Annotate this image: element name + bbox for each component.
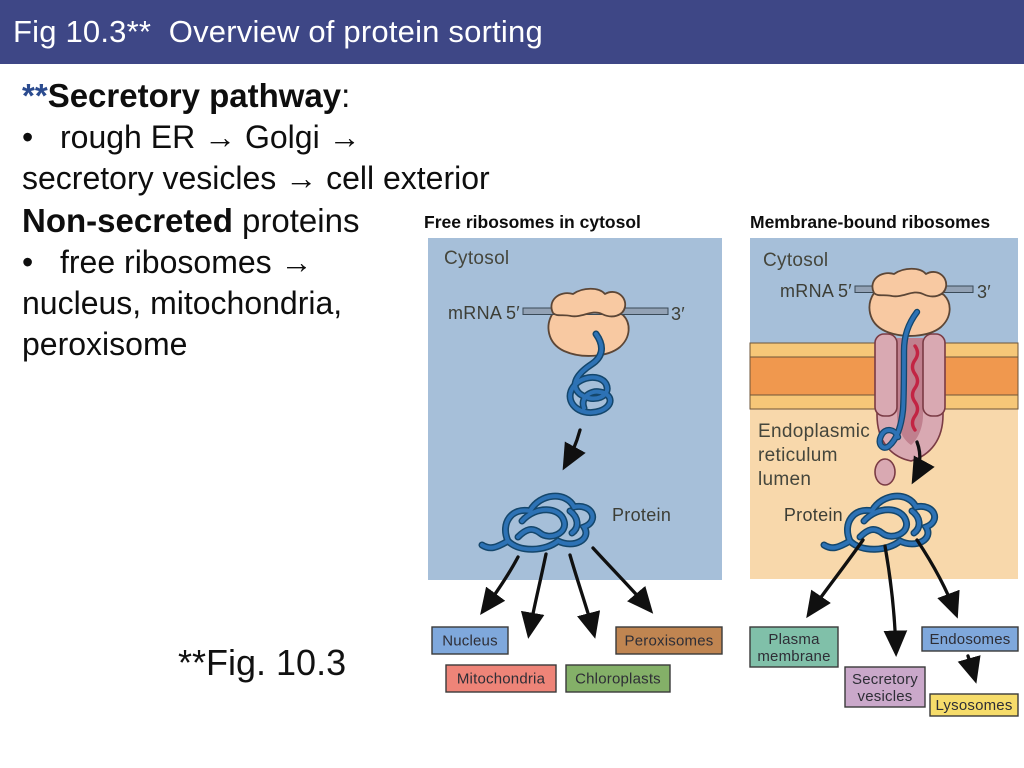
protein-label: Protein xyxy=(784,505,843,525)
heading-non-secreted: Non-secreted proteins xyxy=(22,202,360,239)
left-panel-title: Free ribosomes in cytosol xyxy=(424,212,641,232)
lysosomes-box: Lysosomes xyxy=(929,693,1019,717)
svg-text:Peroxisomes: Peroxisomes xyxy=(625,633,714,650)
plasma-membrane-box: Plasma membrane xyxy=(749,626,839,668)
signal-sequence-chain xyxy=(910,344,920,432)
ribosome-small-subunit xyxy=(871,267,948,298)
svg-text:Mitochondria: Mitochondria xyxy=(457,671,546,688)
three-prime-label: 3′ xyxy=(977,282,991,302)
arrow-to-chloroplasts xyxy=(568,553,601,639)
er-lumen-label-line2: reticulum xyxy=(758,445,838,466)
svg-text:Nucleus: Nucleus xyxy=(442,633,498,650)
secretory-vesicles-box: Secretory vesicles xyxy=(844,666,926,708)
svg-text:vesicles: vesicles xyxy=(858,688,913,705)
nascent-chain xyxy=(566,330,614,416)
slide-title: Fig 10.3** Overview of protein sorting xyxy=(13,14,543,49)
arrow-to-plasma-membrane xyxy=(806,538,865,619)
protein-label: Protein xyxy=(612,505,671,525)
mitochondria-box: Mitochondria xyxy=(445,664,557,693)
nucleus-box: Nucleus xyxy=(431,626,509,655)
body-text: **Secretory pathway: •rough ER → Golgi →… xyxy=(22,74,582,365)
line-secretory-vesicles: secretory vesicles → cell exterior xyxy=(22,160,490,196)
folded-protein xyxy=(820,492,939,553)
bullet-line-free-ribosomes: •free ribosomes → xyxy=(22,242,582,283)
right-figure-membrane-bound-ribosomes: Membrane-bound ribosomes Cytosol mRNA 5′… xyxy=(749,212,1019,717)
peroxisomes-box: Peroxisomes xyxy=(615,626,723,655)
endosomes-box: Endosomes xyxy=(921,626,1019,652)
svg-text:Plasma: Plasma xyxy=(768,631,820,648)
ribosome-small-subunit xyxy=(550,287,627,318)
arrow-to-endosomes xyxy=(915,538,960,619)
folded-protein xyxy=(478,492,597,553)
figure-caption: **Fig. 10.3 xyxy=(178,642,347,683)
nascent-chain xyxy=(876,308,921,451)
cytosol-label: Cytosol xyxy=(444,248,509,269)
svg-text:Lysosomes: Lysosomes xyxy=(935,697,1012,714)
three-prime-label: 3′ xyxy=(671,304,685,324)
mrna-label: mRNA xyxy=(448,303,502,323)
folding-arrow xyxy=(562,428,586,471)
stars-prefix: ** xyxy=(22,77,48,114)
mrna-label: mRNA xyxy=(780,281,834,301)
line-nucleus-mitochondria: nucleus, mitochondria, xyxy=(22,285,343,321)
svg-text:Secretory: Secretory xyxy=(852,671,918,688)
heading-secretory-pathway: **Secretory pathway: xyxy=(22,77,351,114)
er-lumen-label-line1: Endoplasmic xyxy=(758,421,870,442)
svg-text:Endosomes: Endosomes xyxy=(929,631,1010,648)
left-figure-free-ribosomes: Free ribosomes in cytosol Cytosol mRNA 5… xyxy=(424,212,723,693)
folding-arrow xyxy=(911,440,935,485)
title-bar: Fig 10.3** Overview of protein sorting xyxy=(0,0,1024,64)
bullet-line-rough-er: •rough ER → Golgi → xyxy=(22,117,582,158)
arrow-to-secretory-vesicles xyxy=(883,544,908,657)
bullet-glyph: • xyxy=(22,119,34,155)
bullet-glyph: • xyxy=(22,244,34,280)
right-panel-title: Membrane-bound ribosomes xyxy=(750,212,990,232)
arrow-to-nucleus xyxy=(480,555,520,615)
er-lumen-label-line3: lumen xyxy=(758,469,811,490)
svg-text:Chloroplasts: Chloroplasts xyxy=(575,671,661,688)
arrow-endosomes-to-lysosomes xyxy=(957,654,981,684)
line-peroxisome: peroxisome xyxy=(22,326,188,362)
chloroplasts-box: Chloroplasts xyxy=(565,664,671,693)
five-prime-label: 5′ xyxy=(506,303,520,323)
cytosol-label: Cytosol xyxy=(763,250,828,271)
five-prime-label: 5′ xyxy=(838,281,852,301)
svg-text:membrane: membrane xyxy=(757,648,830,665)
arrow-to-peroxisomes xyxy=(591,546,654,614)
arrow-to-mitochondria xyxy=(520,552,548,639)
